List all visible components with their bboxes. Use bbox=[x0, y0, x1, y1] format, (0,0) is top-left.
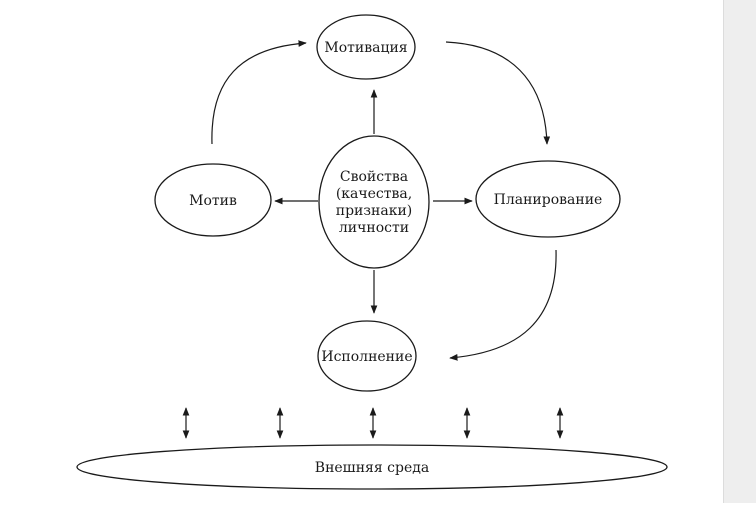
planning-label: Планирование bbox=[494, 192, 603, 208]
environment-label: Внешняя среда bbox=[315, 460, 429, 476]
arrow-motive-to-motivation bbox=[211, 40, 307, 145]
node-center: Свойства (качества, признаки) личности bbox=[318, 135, 430, 269]
node-motivation: Мотивация bbox=[316, 14, 416, 80]
node-planning: Планирование bbox=[475, 160, 621, 238]
center-line-4: личности bbox=[339, 220, 409, 236]
motive-label: Мотив bbox=[189, 193, 237, 209]
node-motive: Мотив bbox=[154, 163, 272, 237]
arrow-motivation-to-planning bbox=[445, 41, 551, 145]
center-line-3: признаки) bbox=[336, 203, 412, 219]
side-panel bbox=[723, 0, 756, 503]
motivation-label: Мотивация bbox=[324, 40, 407, 56]
center-line-1: Свойства bbox=[340, 169, 408, 185]
arrow-planning-to-execution bbox=[449, 249, 557, 361]
execution-label: Исполнение bbox=[321, 349, 412, 365]
node-environment: Внешняя среда bbox=[76, 444, 668, 490]
node-execution: Исполнение bbox=[317, 320, 417, 392]
center-line-2: (качества, bbox=[336, 186, 412, 202]
